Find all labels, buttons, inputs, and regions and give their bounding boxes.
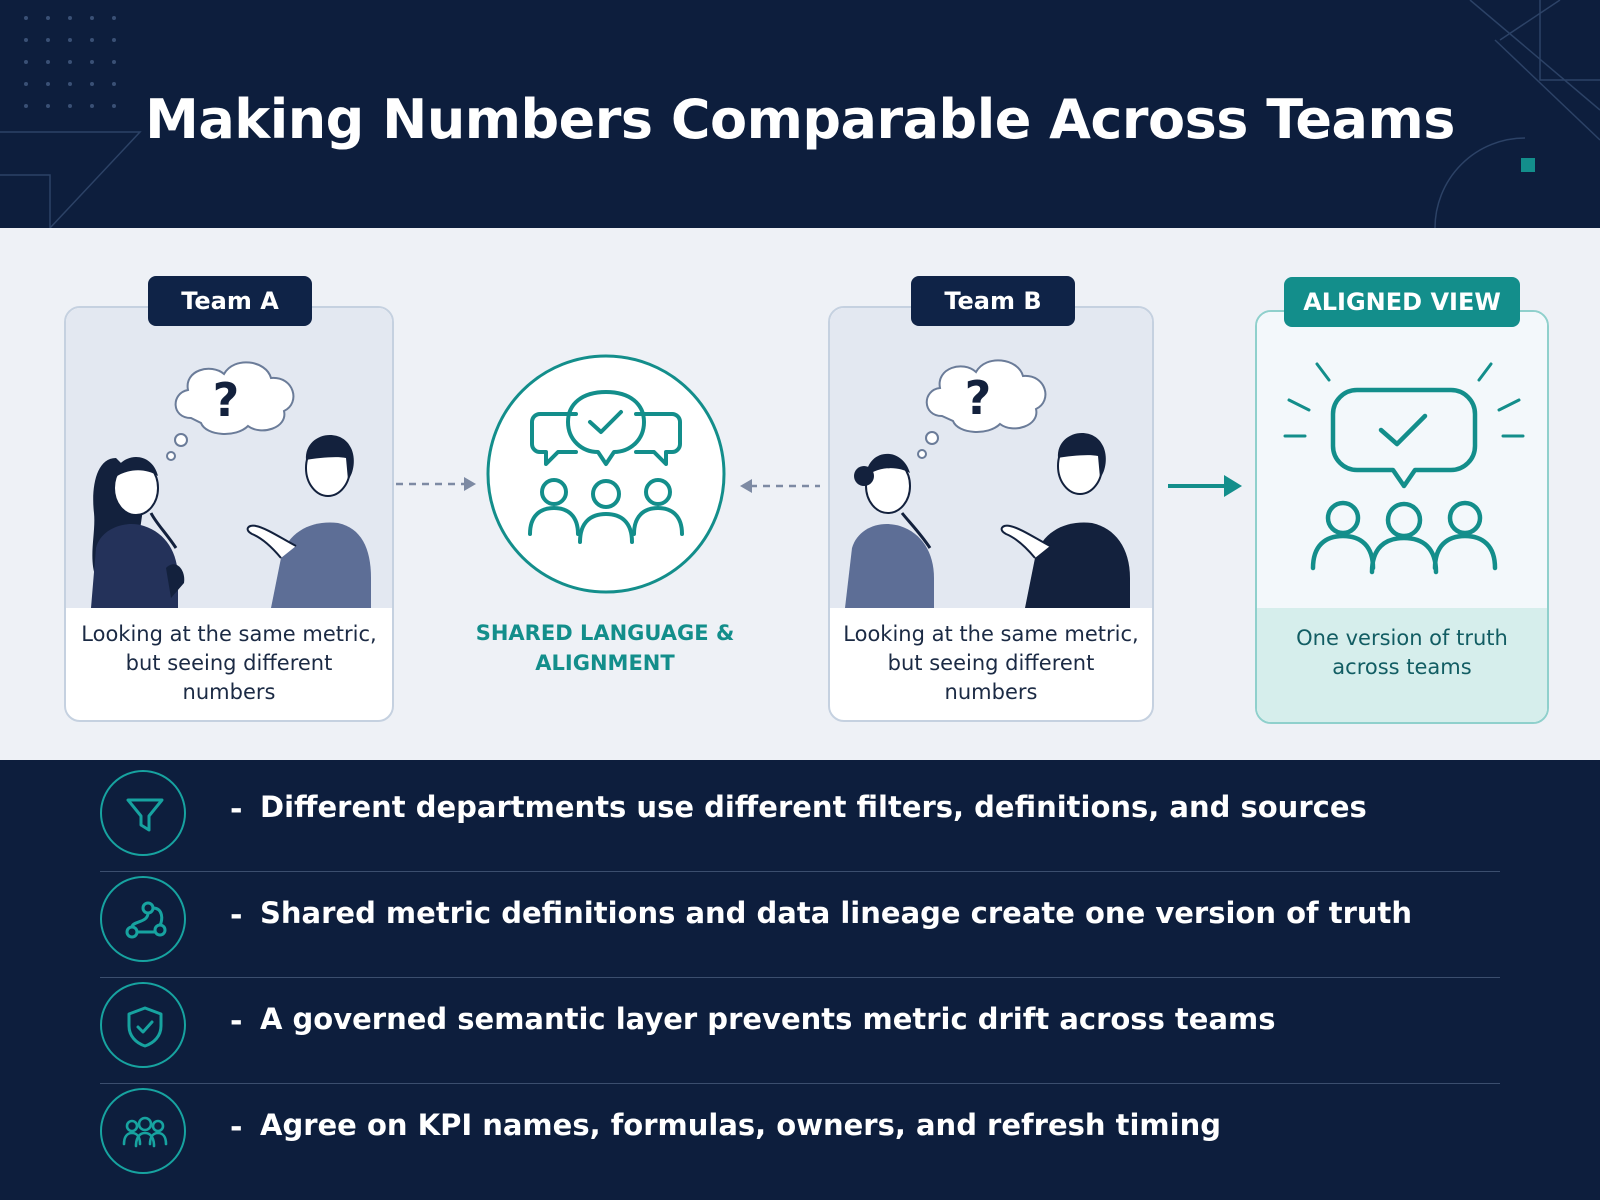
list-item-text: A governed semantic layer prevents metri… xyxy=(260,1002,1276,1036)
woman-figure xyxy=(91,457,185,608)
svg-text:?: ? xyxy=(965,371,992,425)
arrow-right-icon xyxy=(1168,475,1242,497)
team-a-scene: ? xyxy=(66,308,392,608)
bullet-dash: - xyxy=(230,792,243,827)
team-b-card: ? Looking at the same metric, but seeing xyxy=(828,306,1154,722)
header-decoration xyxy=(0,0,1600,228)
team-a-card: ? Looking a xyxy=(64,306,394,722)
team-a-label: Team A xyxy=(148,276,312,326)
aligned-view-caption: One version of truth across teams xyxy=(1296,626,1508,679)
dashed-arrow-left-icon xyxy=(740,479,820,493)
team-b-caption: Looking at the same metric, but seeing d… xyxy=(843,622,1139,704)
team-b-label: Team B xyxy=(911,276,1075,326)
page-title: Making Numbers Comparable Across Teams xyxy=(145,88,1455,151)
thought-bubble-icon: ? xyxy=(917,359,1047,459)
divider xyxy=(100,977,1500,978)
divider xyxy=(100,1083,1500,1084)
lineage-icon xyxy=(100,876,186,962)
man-figure xyxy=(246,434,371,608)
bullet-dash: - xyxy=(230,1110,243,1145)
aligned-view-label: ALIGNED VIEW xyxy=(1284,277,1520,327)
header: Making Numbers Comparable Across Teams xyxy=(0,0,1600,228)
team-b-scene: ? xyxy=(830,308,1152,608)
list-item-text: Different departments use different filt… xyxy=(260,790,1367,824)
bullet-dash: - xyxy=(230,1004,243,1039)
svg-text:?: ? xyxy=(213,373,240,427)
shield-check-icon xyxy=(100,982,186,1068)
team-check-icon xyxy=(1283,362,1525,575)
divider xyxy=(100,871,1500,872)
team-a-caption: Looking at the same metric, but seeing d… xyxy=(81,622,377,704)
list-item: - Different departments use different fi… xyxy=(100,760,1500,866)
team-a-illustration: ? xyxy=(91,361,371,608)
list-item-text: Agree on KPI names, formulas, owners, an… xyxy=(260,1108,1221,1142)
key-points-list: - Different departments use different fi… xyxy=(0,760,1600,1200)
list-item: - Shared metric definitions and data lin… xyxy=(100,866,1500,972)
filter-icon xyxy=(100,770,186,856)
dashed-arrow-right-icon xyxy=(396,477,476,491)
aligned-caption-box xyxy=(1257,608,1547,722)
list-item: - A governed semantic layer prevents met… xyxy=(100,972,1500,1078)
group-chat-check-icon xyxy=(486,354,726,594)
woman-figure xyxy=(845,453,934,608)
aligned-view-card: One version of truth across teams xyxy=(1255,310,1549,724)
aligned-view-scene xyxy=(1257,312,1547,608)
list-item: - Agree on KPI names, formulas, owners, … xyxy=(100,1078,1500,1184)
team-b-illustration: ? xyxy=(845,359,1130,608)
bullet-dash: - xyxy=(230,898,243,933)
thought-bubble-icon: ? xyxy=(166,361,295,461)
people-icon xyxy=(100,1088,186,1174)
list-item-text: Shared metric definitions and data linea… xyxy=(260,896,1413,930)
man-figure xyxy=(1000,432,1130,608)
center-label: SHARED LANGUAGE & ALIGNMENT xyxy=(475,621,735,675)
